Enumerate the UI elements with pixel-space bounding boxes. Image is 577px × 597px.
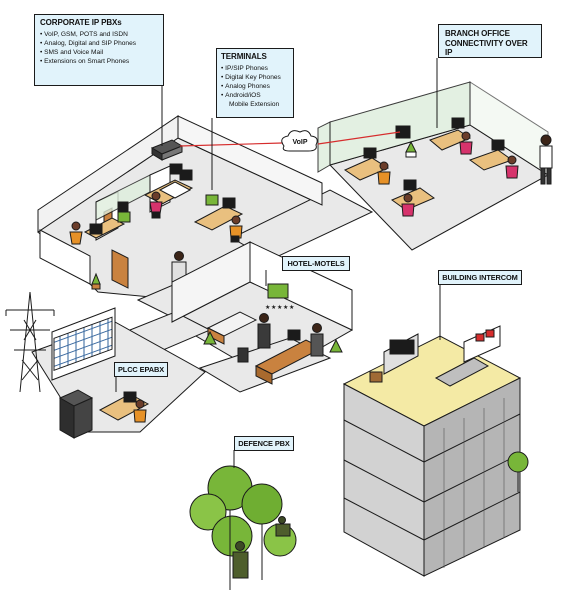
hotel-motels-label: HOTEL-MOTELS — [282, 256, 350, 271]
corporate-ip-pbx-callout: CORPORATE IP PBXs VoIP, GSM, POTS and IS… — [34, 14, 164, 86]
hotel-room — [171, 241, 353, 385]
plcc-epabx-label: PLCC EPABX — [114, 362, 168, 377]
defence-forest — [189, 465, 297, 590]
branch-title-line2: CONNECTIVITY OVER IP — [445, 38, 528, 58]
hotel-star-icon: ★ — [289, 304, 294, 311]
defence-pbx-label: DEFENCE PBX — [234, 436, 294, 451]
corporate-callout-title: CORPORATE IP PBXs — [40, 18, 122, 27]
hotel-star-icon: ★ — [265, 304, 270, 311]
hotel-star-icon: ★ — [277, 304, 282, 311]
terminals-callout-title: TERMINALS — [221, 52, 267, 61]
building-intercom-label: BUILDING INTERCOM — [438, 270, 522, 285]
hotel-star-rating: ★★★★★ — [265, 304, 294, 311]
terminals-item-continued: Mobile Extension — [229, 100, 280, 108]
hotel-star-icon: ★ — [271, 304, 276, 311]
terminals-list: IP/SIP Phones Digital Key Phones Analog … — [221, 64, 289, 109]
scada-display — [53, 316, 113, 372]
ip-pbx-server — [150, 139, 184, 161]
plcc-room — [51, 307, 150, 439]
branch-title-line1: BRANCH OFFICE — [445, 29, 510, 38]
corporate-feature-item: Analog, Digital and SIP Phones — [40, 39, 158, 48]
branch-office-callout: BRANCH OFFICE CONNECTIVITY OVER IP — [438, 24, 542, 58]
voip-link — [179, 130, 401, 152]
voip-cloud-icon — [281, 130, 318, 152]
corporate-feature-list: VoIP, GSM, POTS and ISDN Analog, Digital… — [40, 30, 158, 66]
intercom-tower — [342, 325, 529, 577]
terminals-item: Digital Key Phones — [221, 73, 289, 82]
hotel-star-icon: ★ — [283, 304, 288, 311]
branch-office — [317, 81, 553, 217]
callout-leaders — [115, 58, 441, 468]
terminals-item: Android/iOS — [221, 91, 289, 100]
tower-right-facade — [423, 377, 521, 577]
corporate-feature-item: Extensions on Smart Phones — [40, 57, 158, 66]
terminals-callout: TERMINALS IP/SIP Phones Digital Key Phon… — [216, 48, 294, 118]
corporate-feature-item: SMS and Voice Mail — [40, 48, 158, 57]
corporate-feature-item: VoIP, GSM, POTS and ISDN — [40, 30, 158, 39]
transmission-tower — [5, 291, 55, 393]
terminals-item: Analog Phones — [221, 82, 289, 91]
voip-label: VoIP — [292, 139, 308, 146]
terminals-item: IP/SIP Phones — [221, 64, 289, 73]
